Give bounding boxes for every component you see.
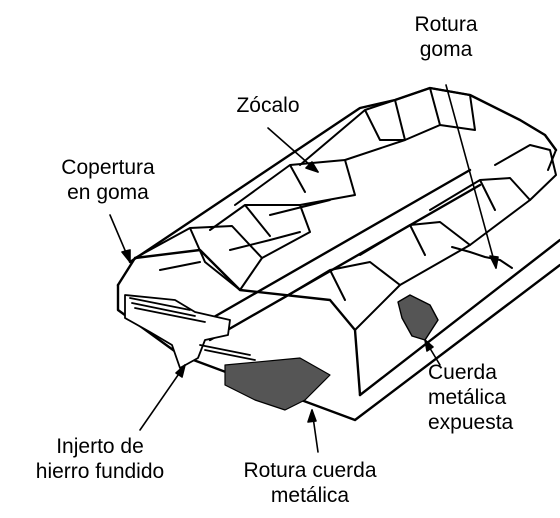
label-zocalo: Zócalo: [222, 93, 314, 118]
leader-injerto: [139, 364, 186, 431]
label-rotura-goma-line1: Rotura: [414, 13, 478, 36]
center-rib-line: [198, 168, 482, 342]
label-rotura-cuerda-line2: metálica: [270, 484, 350, 507]
track-right-side: [358, 238, 560, 397]
label-cuerda-expuesta-line2: metálica: [428, 386, 507, 409]
label-rotura-goma-line2: goma: [419, 38, 473, 61]
label-rotura-cuerda: Rotura cuerda metálica: [210, 458, 410, 508]
lug-inner-3: [429, 177, 531, 246]
lug-inner-1: [279, 261, 401, 331]
lug-front-1: [134, 225, 263, 291]
rubber-tear: [451, 246, 513, 269]
leader-rotura-goma: [445, 84, 497, 269]
lug-mid-1: [234, 159, 356, 216]
label-rotura-goma: Rotura goma: [393, 12, 499, 62]
arrow-cuerda-expuesta: [424, 339, 434, 352]
lug-inner-2: [359, 221, 471, 286]
cast-iron-insert: [124, 294, 231, 369]
leader-lines: [109, 84, 499, 453]
arrow-zocalo: [305, 161, 319, 173]
label-injerto: Injerto de hierro fundido: [2, 434, 198, 484]
label-injerto-line2: hierro fundido: [35, 460, 165, 483]
label-rotura-cuerda-line1: Rotura cuerda: [243, 459, 377, 482]
front-section: [124, 246, 513, 411]
arrow-copertura: [121, 249, 131, 263]
label-copertura-line1: Copertura: [61, 156, 155, 179]
label-cuerda-expuesta-line3: expuesta: [428, 411, 514, 434]
arrow-rotura-goma: [489, 255, 499, 269]
exposed-cord-patch: [397, 294, 439, 341]
arrow-rotura-cuerda: [307, 409, 317, 423]
lug-inner-4: [494, 144, 557, 201]
label-copertura-line2: en goma: [67, 181, 149, 204]
track-lugs: [134, 87, 557, 331]
lug-front-2: [209, 204, 311, 259]
lug-back: [394, 87, 476, 141]
broken-cord-area: [224, 357, 331, 411]
steel-cord-hatch: [129, 297, 256, 361]
label-copertura: Copertura en goma: [42, 155, 174, 205]
label-injerto-line1: Injerto de: [56, 435, 144, 458]
label-cuerda-expuesta: Cuerda metálica expuesta: [428, 360, 548, 435]
arrow-injerto: [175, 364, 186, 378]
label-cuerda-expuesta-line1: Cuerda: [428, 361, 497, 384]
lug-mid-2: [299, 99, 406, 166]
lug-right-top: [519, 119, 557, 171]
label-zocalo-line1: Zócalo: [236, 94, 300, 117]
